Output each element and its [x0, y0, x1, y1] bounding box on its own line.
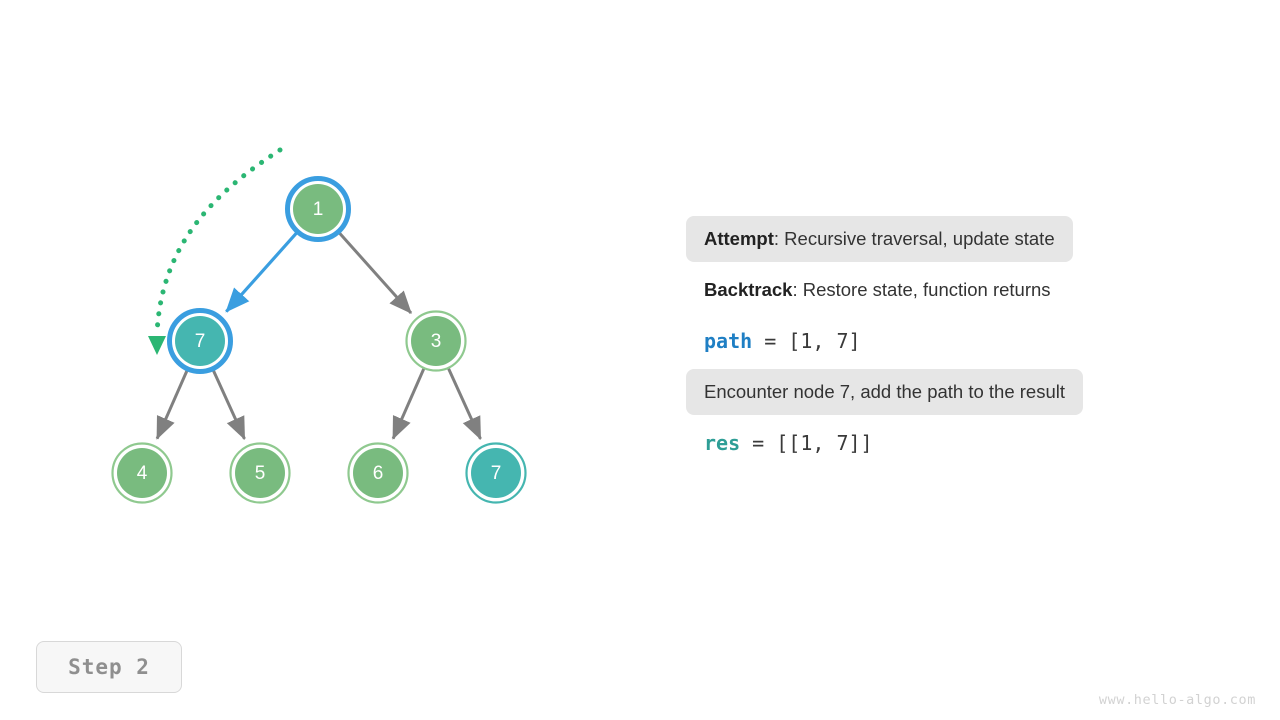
tree-edge-n7a-n4 — [155, 370, 189, 440]
highlighted-text-chip: Attempt: Recursive traversal, update sta… — [686, 216, 1073, 262]
backtrack-line-row: Backtrack: Restore state, function retur… — [686, 267, 1206, 313]
tree-edge-n3-n6 — [391, 368, 426, 440]
tree-edge-n1-n7a — [225, 232, 298, 313]
step-badge: Step 2 — [36, 641, 182, 693]
path-variable-line-variable: path — [704, 329, 753, 353]
node-outer-ring — [169, 310, 231, 372]
tree-node-4-n4[interactable]: 4 — [111, 442, 173, 504]
attempt-line-keyword: Attempt — [704, 228, 774, 249]
node-body[interactable] — [471, 448, 521, 498]
explanation-panel: Attempt: Recursive traversal, update sta… — [686, 216, 1206, 471]
step-badge-label: Step 2 — [68, 655, 150, 679]
backtrack-curve-layer — [148, 147, 283, 355]
node-outer-ring — [465, 442, 527, 504]
plain-text-line: path = [1, 7] — [686, 318, 879, 364]
backtrack-line-keyword: Backtrack — [704, 279, 793, 300]
node-body[interactable] — [117, 448, 167, 498]
tree-node-3-n3[interactable]: 3 — [405, 310, 467, 372]
node-body[interactable] — [293, 184, 343, 234]
path-variable-line: path = [1, 7] — [704, 329, 861, 353]
tree-node-7-n7b[interactable]: 7 — [465, 442, 527, 504]
res-variable-line-value: = [[1, 7]] — [740, 431, 873, 455]
watermark: www.hello-algo.com — [1099, 692, 1256, 708]
attempt-line-text: : Recursive traversal, update state — [773, 228, 1055, 249]
node-highlight-ring — [285, 176, 351, 242]
tree-node-5-n5[interactable]: 5 — [229, 442, 291, 504]
node-body[interactable] — [175, 316, 225, 366]
res-variable-line: res = [[1, 7]] — [704, 431, 873, 455]
path-variable-line-row: path = [1, 7] — [686, 318, 1206, 364]
node-body[interactable] — [353, 448, 403, 498]
tree-node-1-n1[interactable]: 1 — [285, 176, 351, 242]
encounter-line: Encounter node 7, add the path to the re… — [704, 381, 1065, 403]
res-variable-line-row: res = [[1, 7]] — [686, 420, 1206, 466]
node-outer-ring — [229, 442, 291, 504]
attempt-line: Attempt: Recursive traversal, update sta… — [704, 228, 1055, 250]
encounter-line-text: Encounter node 7, add the path to the re… — [704, 381, 1066, 402]
res-variable-line-variable: res — [704, 431, 741, 455]
backtrack-arrow-triangle-icon — [148, 336, 166, 355]
backtrack-line-text: : Restore state, function returns — [792, 279, 1051, 300]
tree-edges — [155, 232, 482, 440]
tree-node-7-n7a[interactable]: 7 — [167, 308, 233, 374]
node-body[interactable] — [235, 448, 285, 498]
node-outer-ring — [347, 442, 409, 504]
backtrack-dotted-curve — [154, 147, 283, 337]
encounter-line-row: Encounter node 7, add the path to the re… — [686, 369, 1206, 415]
tree-node-6-n6[interactable]: 6 — [347, 442, 409, 504]
highlighted-text-chip: Encounter node 7, add the path to the re… — [686, 369, 1084, 415]
tree-edge-n1-n3 — [338, 232, 413, 315]
node-outer-ring — [405, 310, 467, 372]
node-highlight-ring — [167, 308, 233, 374]
node-outer-ring — [287, 178, 349, 240]
path-variable-line-value: = [1, 7] — [752, 329, 861, 353]
node-outer-ring — [111, 442, 173, 504]
node-body[interactable] — [411, 316, 461, 366]
watermark-text: www.hello-algo.com — [1098, 692, 1256, 708]
plain-text-line: Backtrack: Restore state, function retur… — [686, 267, 1069, 313]
tree-edge-n7a-n5 — [212, 369, 246, 440]
attempt-line-row: Attempt: Recursive traversal, update sta… — [686, 216, 1206, 262]
tree-edge-n3-n7b — [447, 368, 482, 440]
plain-text-line: res = [[1, 7]] — [686, 420, 891, 466]
backtrack-line: Backtrack: Restore state, function retur… — [704, 279, 1051, 301]
